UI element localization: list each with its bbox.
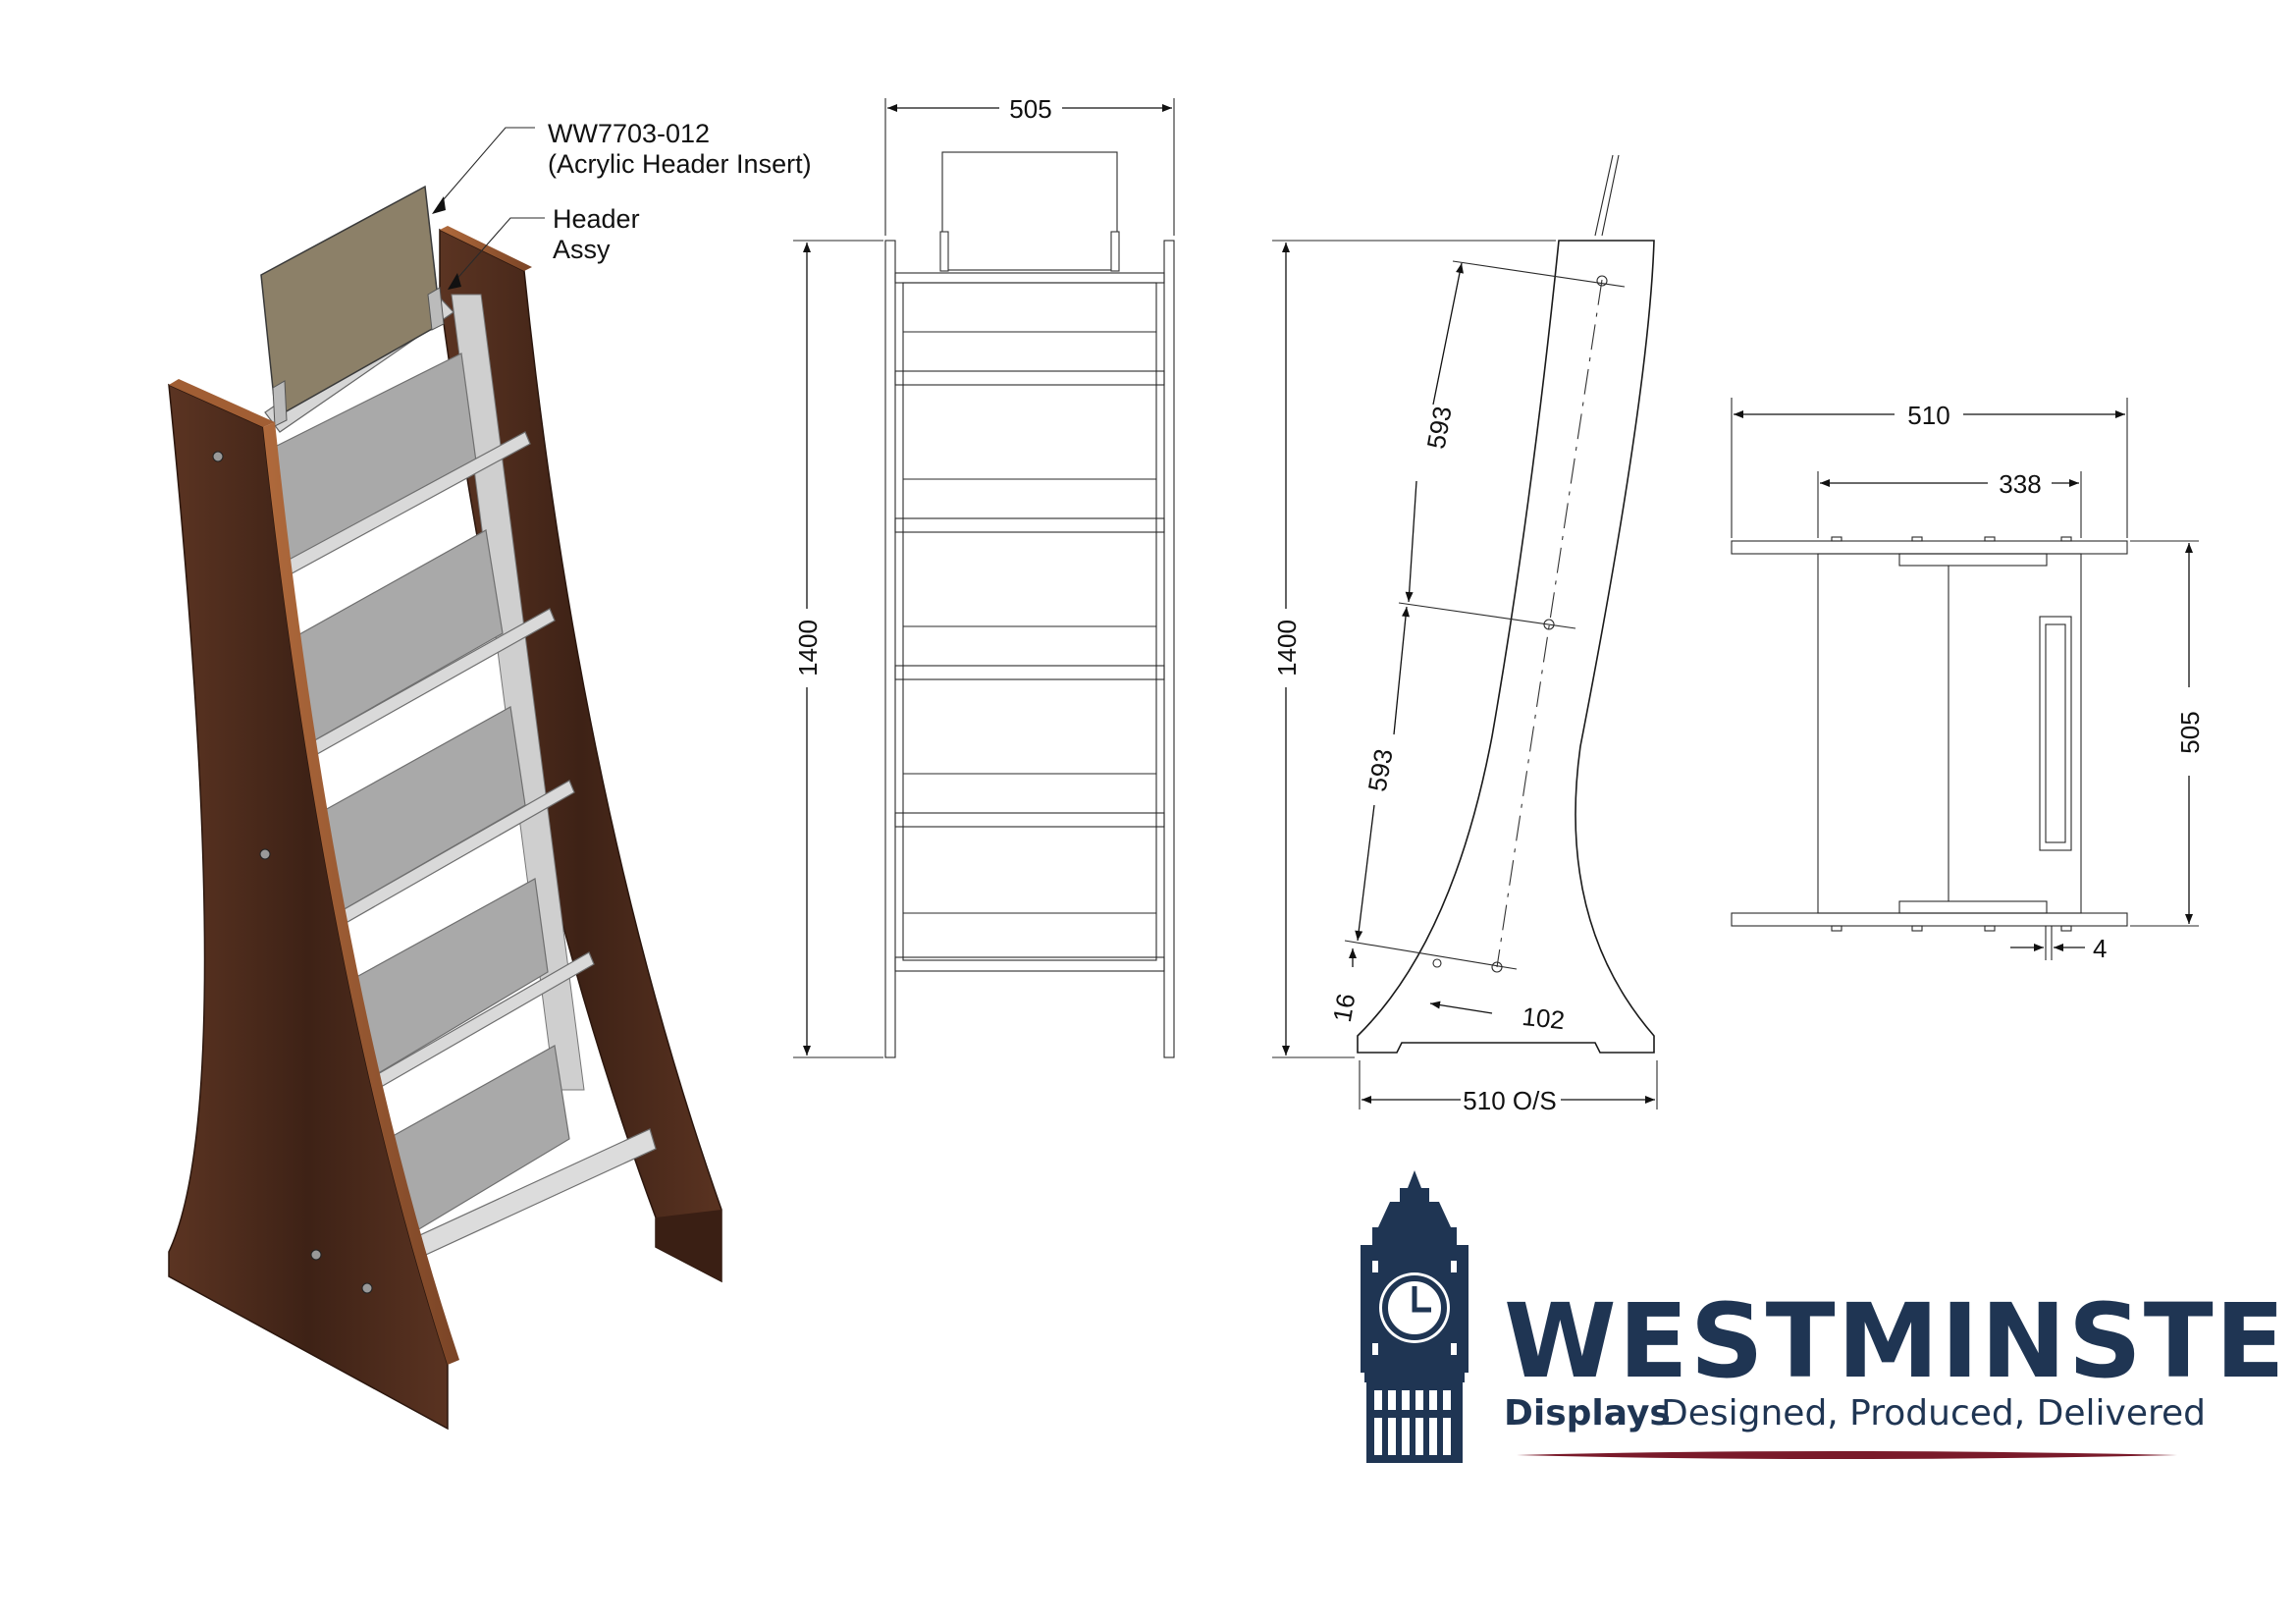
- shelves: [264, 352, 657, 1277]
- back-foot: [656, 1210, 721, 1281]
- leader-header: [453, 217, 545, 284]
- callout-insert-name: (Acrylic Header Insert): [548, 149, 812, 179]
- front-width-dim: 505: [1009, 94, 1051, 124]
- front-view: 505 1400: [793, 94, 1175, 1058]
- side-view: 593 593 16 102 1400 510 O/S: [1272, 154, 1658, 1115]
- big-ben-tower-icon: [1361, 1170, 1468, 1463]
- side-base-width: 510 O/S: [1463, 1086, 1556, 1115]
- front-left-rail: [884, 240, 896, 1058]
- brand-name: WESTMINSTER: [1504, 1281, 2296, 1401]
- isometric-render: WW7703-012 (Acrylic Header Insert) Heade…: [168, 119, 812, 1431]
- side-hole-offset: 102: [1521, 1001, 1566, 1035]
- callout-assy-line2: Assy: [553, 235, 611, 264]
- top-rail-lower: [1731, 912, 2128, 927]
- top-depth: 505: [2175, 711, 2205, 753]
- side-lower-pitch: 593: [1362, 746, 1399, 793]
- top-gap: 4: [2093, 934, 2107, 963]
- front-right-rail: [1163, 240, 1175, 1058]
- top-view: 510 338 505 4: [1731, 398, 2205, 963]
- front-panel-edge: [263, 422, 459, 1365]
- side-base-offset: 16: [1327, 992, 1362, 1025]
- back-panel-edge: [440, 226, 532, 271]
- leader-arrow: [432, 196, 446, 214]
- acrylic-clip-left: [272, 380, 288, 427]
- acrylic-clip-right: [427, 287, 445, 331]
- side-profile: [1357, 240, 1655, 1054]
- side-upper-pitch: 593: [1421, 404, 1458, 451]
- front-height-dim: 1400: [793, 620, 823, 676]
- front-header: [941, 151, 1118, 271]
- front-panel-top-edge: [169, 379, 275, 427]
- back-rail: [451, 294, 585, 1091]
- bolt: [361, 1282, 373, 1294]
- leader-acrylic: [437, 127, 535, 207]
- top-inner-width: 338: [1999, 469, 2041, 499]
- callout-assy-line1: Header: [553, 204, 640, 234]
- top-header-slot: [2039, 616, 2072, 851]
- side-height-dim: 1400: [1272, 620, 1302, 676]
- bolt: [310, 1249, 322, 1261]
- front-shelves: [894, 331, 1165, 972]
- brand-underline: [1517, 1451, 2177, 1459]
- bolt: [259, 848, 271, 860]
- callout-insert-code: WW7703-012: [548, 119, 710, 148]
- side-header-rod: [1594, 154, 1614, 237]
- leader-arrow: [448, 273, 461, 290]
- top-overall-width: 510: [1907, 401, 1949, 430]
- brand-sub: Displays: [1504, 1393, 1671, 1434]
- bolt: [212, 451, 224, 462]
- top-rail-upper: [1731, 540, 2128, 555]
- brand-tagline: Designed, Produced, Delivered: [1661, 1393, 2206, 1434]
- westminster-logo: WESTMINSTER Displays Designed, Produced,…: [1361, 1170, 2296, 1463]
